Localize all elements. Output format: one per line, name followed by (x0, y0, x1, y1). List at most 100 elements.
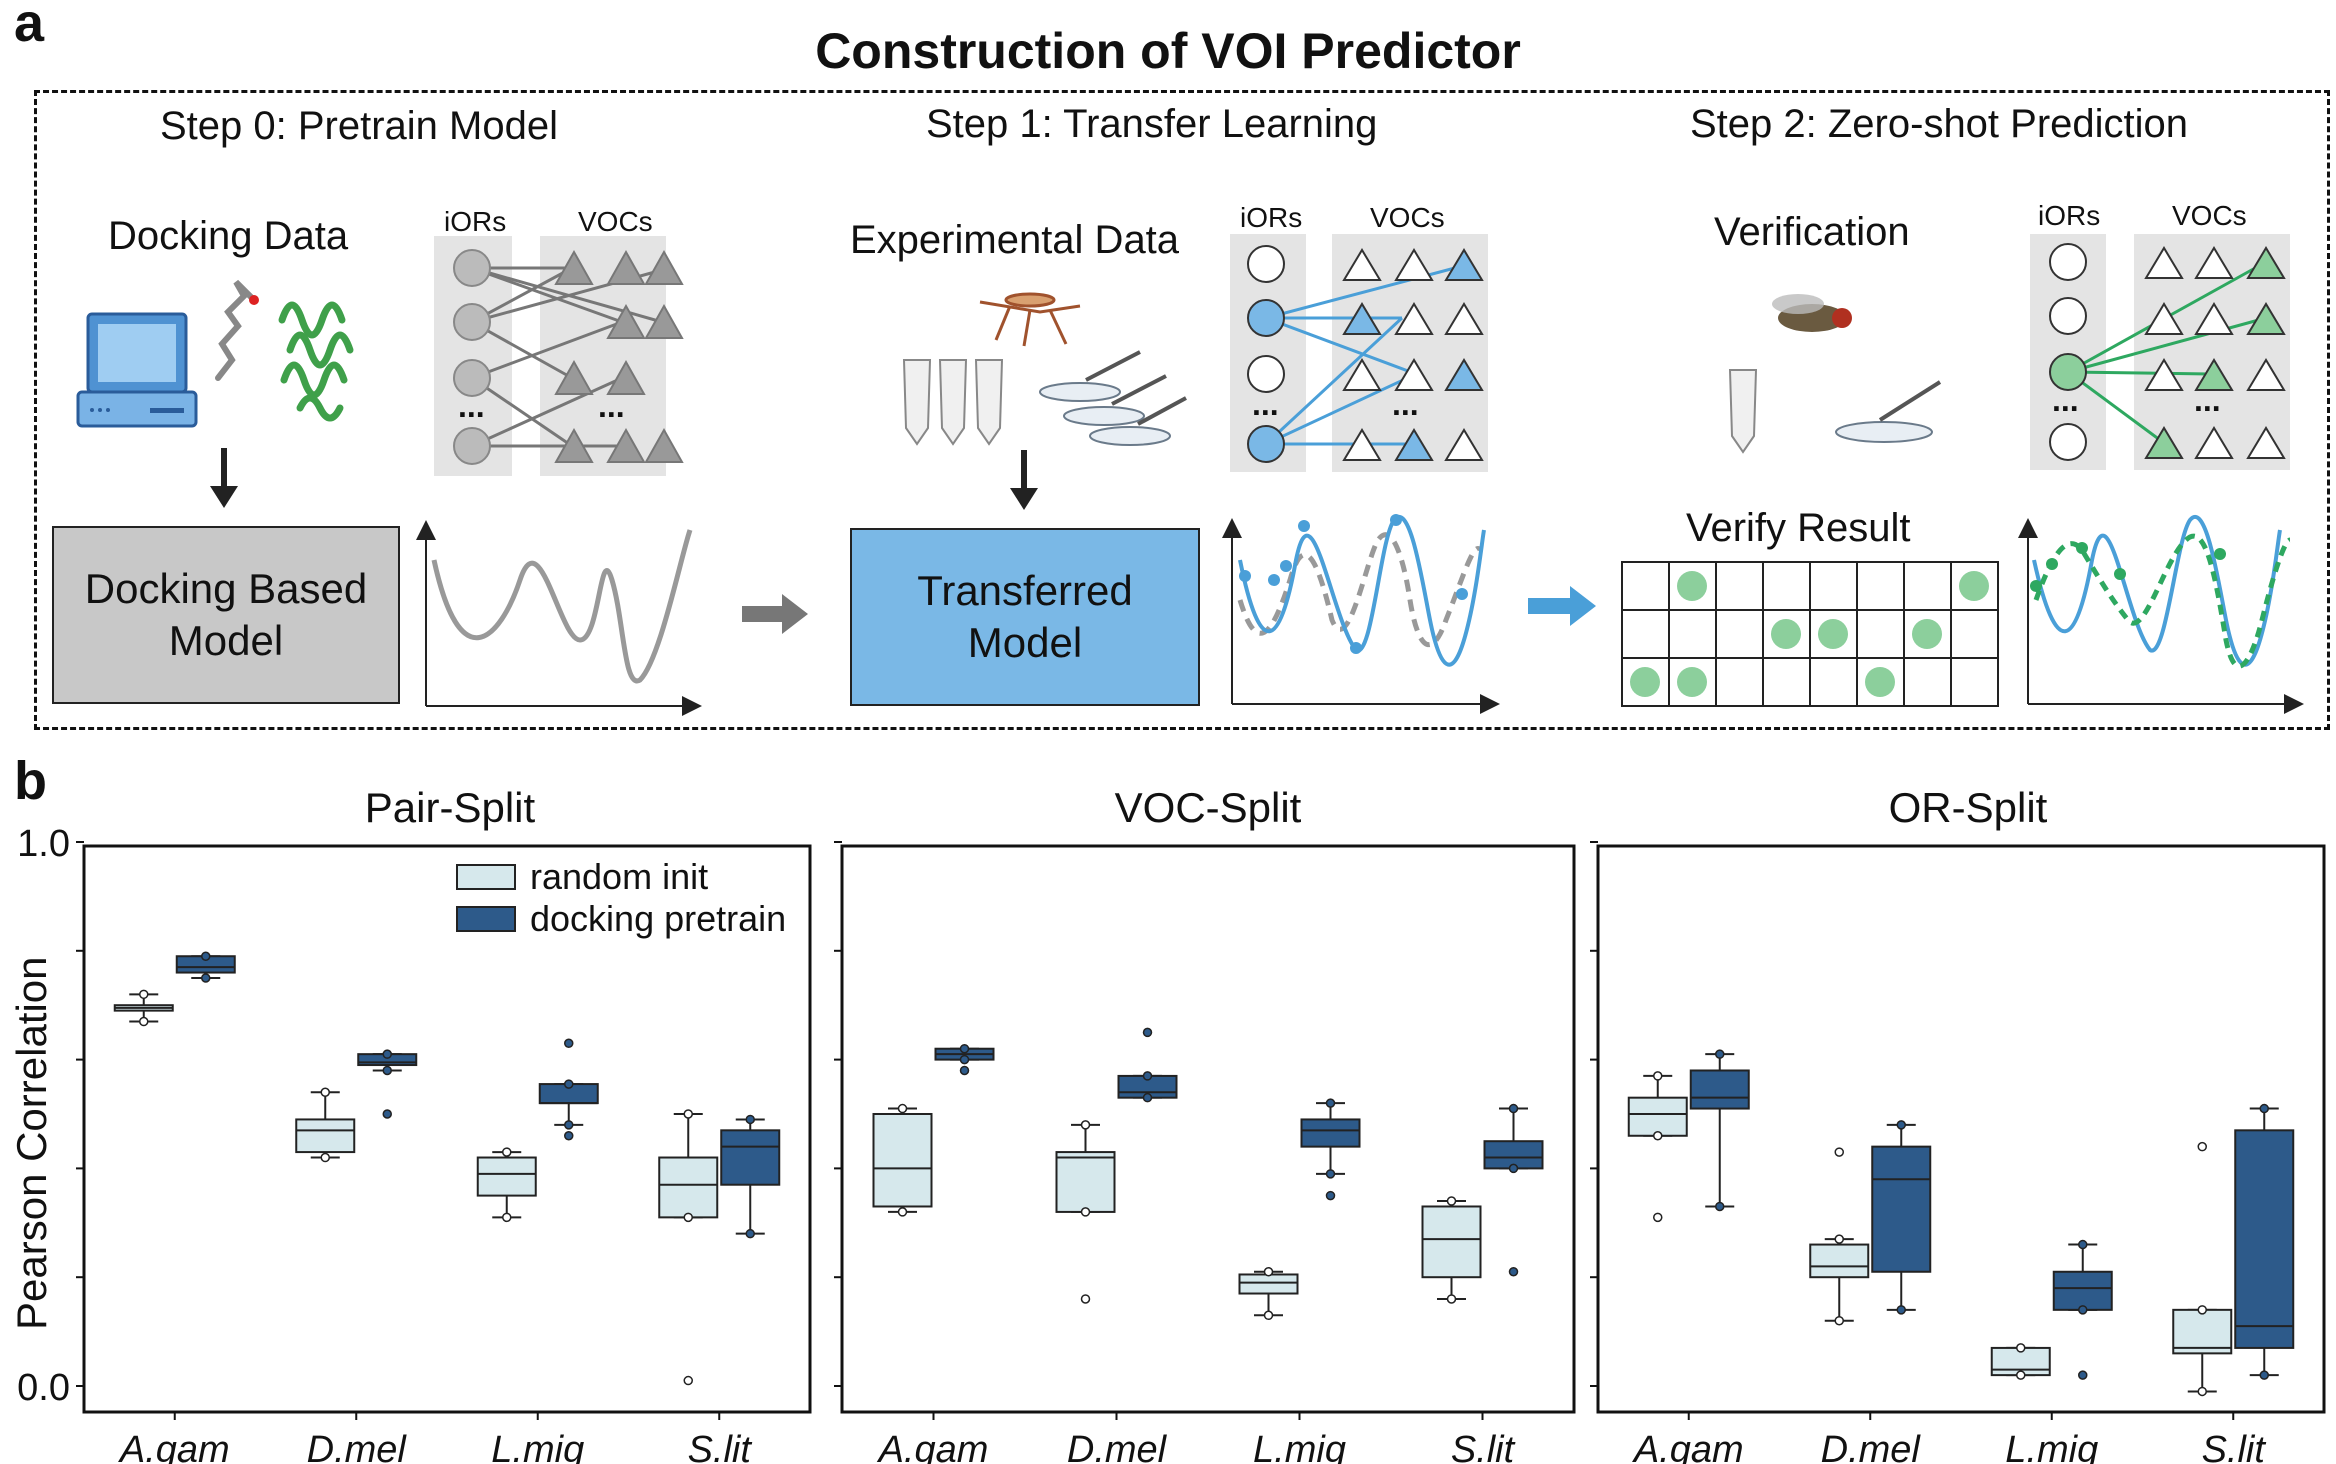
panel-a-frame (34, 90, 2330, 730)
data-point (201, 973, 211, 983)
data-point (320, 1152, 330, 1163)
data-point (2078, 1370, 2088, 1380)
down-arrow-icon (210, 448, 238, 508)
iors-label: iORs (1240, 202, 1303, 233)
plot-frame (1596, 844, 2326, 1414)
data-point (1715, 1049, 1725, 1059)
panel-a-letter: a (14, 0, 45, 53)
ellipsis: ... (2052, 382, 2079, 418)
right-arrow-icon (1528, 586, 1596, 626)
syringe-icon (1085, 350, 1187, 426)
data-point (502, 1147, 512, 1157)
tube-icon (902, 359, 1004, 446)
vocs-label: VOCs (1370, 202, 1445, 233)
box-random-init (1809, 1243, 1870, 1279)
docking-model-line2: Model (168, 617, 284, 664)
chart-title: OR-Split (1888, 784, 2048, 831)
data-point (1080, 1294, 1091, 1304)
right-arrow-icon (742, 594, 808, 634)
data-point (1080, 1120, 1091, 1130)
fly-icon (1772, 294, 1852, 332)
data-point (139, 989, 149, 1000)
data-point (2016, 1370, 2026, 1380)
legend-swatch-random-init (456, 864, 516, 890)
data-point (683, 1109, 693, 1119)
chart-title: VOC-Split (1114, 784, 1302, 831)
data-point (2078, 1239, 2088, 1250)
data-point (1325, 1190, 1336, 1201)
molecule-icon (215, 279, 259, 381)
x-tick-label: S.lit (2202, 1429, 2267, 1464)
x-tick-label: A.gam (877, 1429, 989, 1464)
box-random-init (872, 1113, 933, 1208)
box-docking-pretrain (2234, 1129, 2295, 1349)
y-tick-label: 0.0 (17, 1367, 70, 1409)
legend-swatch-docking-pretrain (456, 906, 516, 932)
step1-title: Step 1: Transfer Learning (926, 102, 1378, 146)
box-random-init (1055, 1151, 1116, 1213)
ellipsis: ... (1392, 386, 1419, 422)
data-point (1896, 1305, 1906, 1315)
loss-landscape-plot (416, 520, 702, 716)
x-tick-label: S.lit (688, 1429, 753, 1464)
data-point (1653, 1212, 1663, 1223)
mosquito-icon (979, 292, 1081, 347)
x-tick-label: L.mig (2005, 1429, 2098, 1464)
network-transfer (1230, 234, 1488, 472)
data-point (1834, 1234, 1844, 1244)
verify-hits (1630, 571, 1989, 697)
docking-data-label: Docking Data (108, 214, 349, 258)
data-point (2197, 1141, 2207, 1152)
data-point (1263, 1310, 1274, 1321)
data-point (1325, 1098, 1336, 1108)
data-point (320, 1087, 330, 1097)
panel-a-graphics (76, 234, 2304, 716)
box-docking-pretrain (2052, 1270, 2113, 1311)
data-point (1446, 1196, 1457, 1206)
data-point (1080, 1207, 1091, 1217)
legend-label-random-init: random init (530, 856, 709, 897)
data-point (564, 1079, 574, 1089)
box-docking-pretrain (1300, 1118, 1361, 1148)
tube-icon (1728, 369, 1758, 454)
data-point (502, 1212, 512, 1223)
legend-label-docking-pretrain: docking pretrain (530, 898, 787, 939)
data-point (2197, 1386, 2207, 1397)
experimental-data-label: Experimental Data (850, 218, 1180, 262)
data-point (2197, 1305, 2207, 1315)
data-point (1142, 1027, 1153, 1038)
ellipsis: ... (2194, 382, 2221, 418)
box-docking-pretrain (1871, 1145, 1932, 1273)
x-tick-label: A.gam (118, 1429, 230, 1464)
box-random-init (1238, 1273, 1299, 1295)
panel-b-letter: b (14, 751, 47, 811)
box-random-init (1421, 1205, 1482, 1279)
data-point (139, 1016, 149, 1027)
data-point (1142, 1071, 1153, 1081)
data-point (1834, 1315, 1844, 1326)
data-point (897, 1207, 908, 1217)
data-point (1834, 1147, 1844, 1157)
data-point (897, 1103, 908, 1114)
data-point (683, 1375, 693, 1386)
figure-title: Construction of VOI Predictor (815, 23, 1521, 79)
data-point (382, 1065, 392, 1076)
network-pretrain (434, 236, 684, 476)
x-tick-label: L.mig (491, 1429, 584, 1464)
box-random-init (2172, 1308, 2233, 1355)
prediction-curve-plot (2018, 515, 2304, 714)
iors-label: iORs (444, 206, 507, 237)
data-point (745, 1114, 755, 1125)
x-tick-label: A.gam (1632, 1429, 1744, 1464)
chart-title: Pair-Split (364, 784, 536, 831)
verify-result-label: Verify Result (1686, 506, 1911, 550)
data-point (564, 1120, 574, 1130)
x-tick-label: L.mig (1253, 1429, 1346, 1464)
vocs-label: VOCs (578, 206, 653, 237)
down-arrow-icon (1010, 450, 1038, 510)
box-random-init (476, 1156, 537, 1197)
data-point (382, 1049, 392, 1059)
network-zero-shot (2030, 234, 2290, 470)
